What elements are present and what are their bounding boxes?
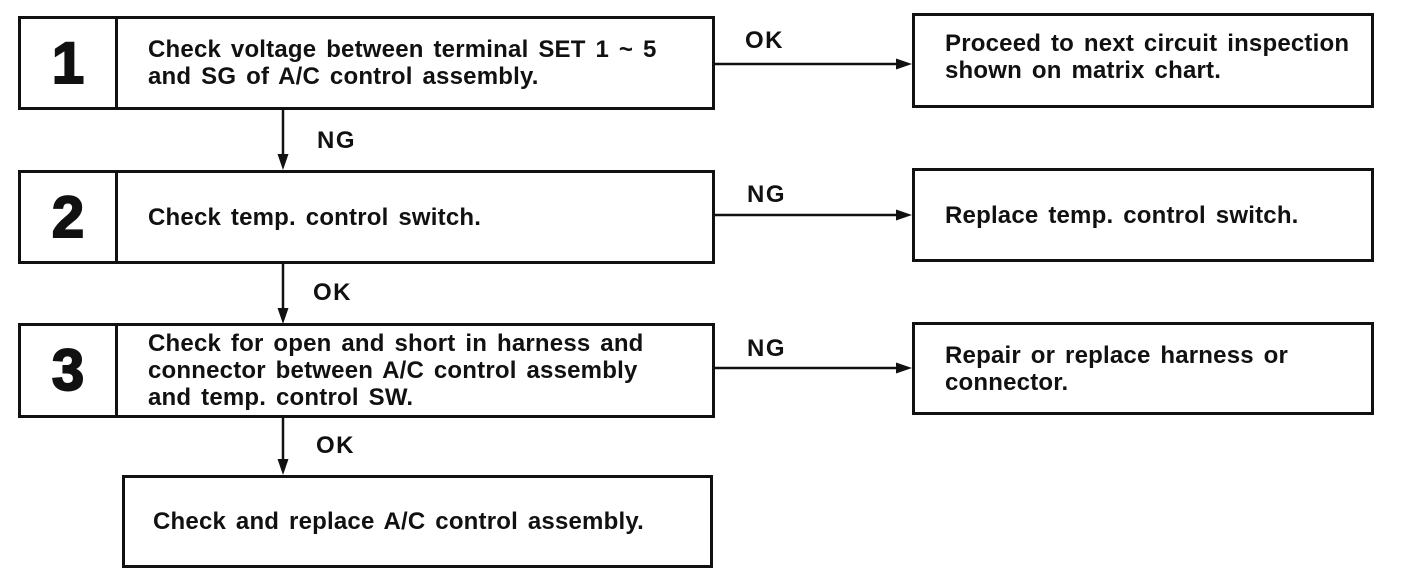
result2-text: Replace temp. control switch.: [915, 171, 1371, 259]
result3-text-line2: connector.: [945, 368, 1069, 396]
result2-text-line1: Replace temp. control switch.: [945, 201, 1299, 229]
arrow-step2-down: [277, 264, 289, 324]
label-step3-side-ng: NG: [747, 335, 786, 362]
step3-text-line1: Check for open and short in harness and: [148, 330, 644, 357]
step3-box: 3 Check for open and short in harness an…: [18, 323, 715, 418]
result2-box: Replace temp. control switch.: [912, 168, 1374, 262]
result3-text-line1: Repair or replace harness or: [945, 341, 1289, 369]
result1-text-line2: shown on matrix chart.: [945, 57, 1222, 84]
step1-text-line1: Check voltage between terminal SET 1 ~ 5: [148, 36, 657, 63]
label-step3-down-ok: OK: [316, 432, 355, 459]
result1-box: Proceed to next circuit inspection shown…: [912, 13, 1374, 108]
arrow-step1-side: [715, 58, 912, 70]
result1-text: Proceed to next circuit inspection shown…: [915, 16, 1371, 105]
step2-number: 2: [21, 173, 118, 261]
label-step1-down-ng: NG: [317, 127, 356, 154]
step3-text: Check for open and short in harness and …: [118, 326, 712, 415]
final-text: Check and replace A/C control assembly.: [125, 478, 710, 565]
step2-text-line1: Check temp. control switch.: [148, 203, 482, 231]
label-step2-down-ok: OK: [313, 279, 352, 306]
step1-box: 1 Check voltage between terminal SET 1 ~…: [18, 16, 715, 110]
label-step1-side-ok: OK: [745, 27, 784, 54]
step3-text-line3: and temp. control SW.: [148, 384, 414, 411]
arrow-step3-side: [715, 362, 912, 374]
step1-number: 1: [21, 19, 118, 107]
step3-text-line2: connector between A/C control assembly: [148, 357, 638, 384]
result3-box: Repair or replace harness or connector.: [912, 322, 1374, 415]
step3-number: 3: [21, 326, 118, 415]
step1-text-line2: and SG of A/C control assembly.: [148, 63, 539, 90]
label-step2-side-ng: NG: [747, 181, 786, 208]
step2-text: Check temp. control switch.: [118, 173, 712, 261]
final-box: Check and replace A/C control assembly.: [122, 475, 713, 568]
step1-text: Check voltage between terminal SET 1 ~ 5…: [118, 19, 712, 107]
step2-box: 2 Check temp. control switch.: [18, 170, 715, 264]
arrow-step3-down: [277, 418, 289, 475]
arrow-step1-down: [277, 110, 289, 170]
result3-text: Repair or replace harness or connector.: [915, 325, 1371, 412]
final-text-line1: Check and replace A/C control assembly.: [153, 508, 644, 535]
arrow-step2-side: [715, 209, 912, 221]
result1-text-line1: Proceed to next circuit inspection: [945, 30, 1350, 57]
